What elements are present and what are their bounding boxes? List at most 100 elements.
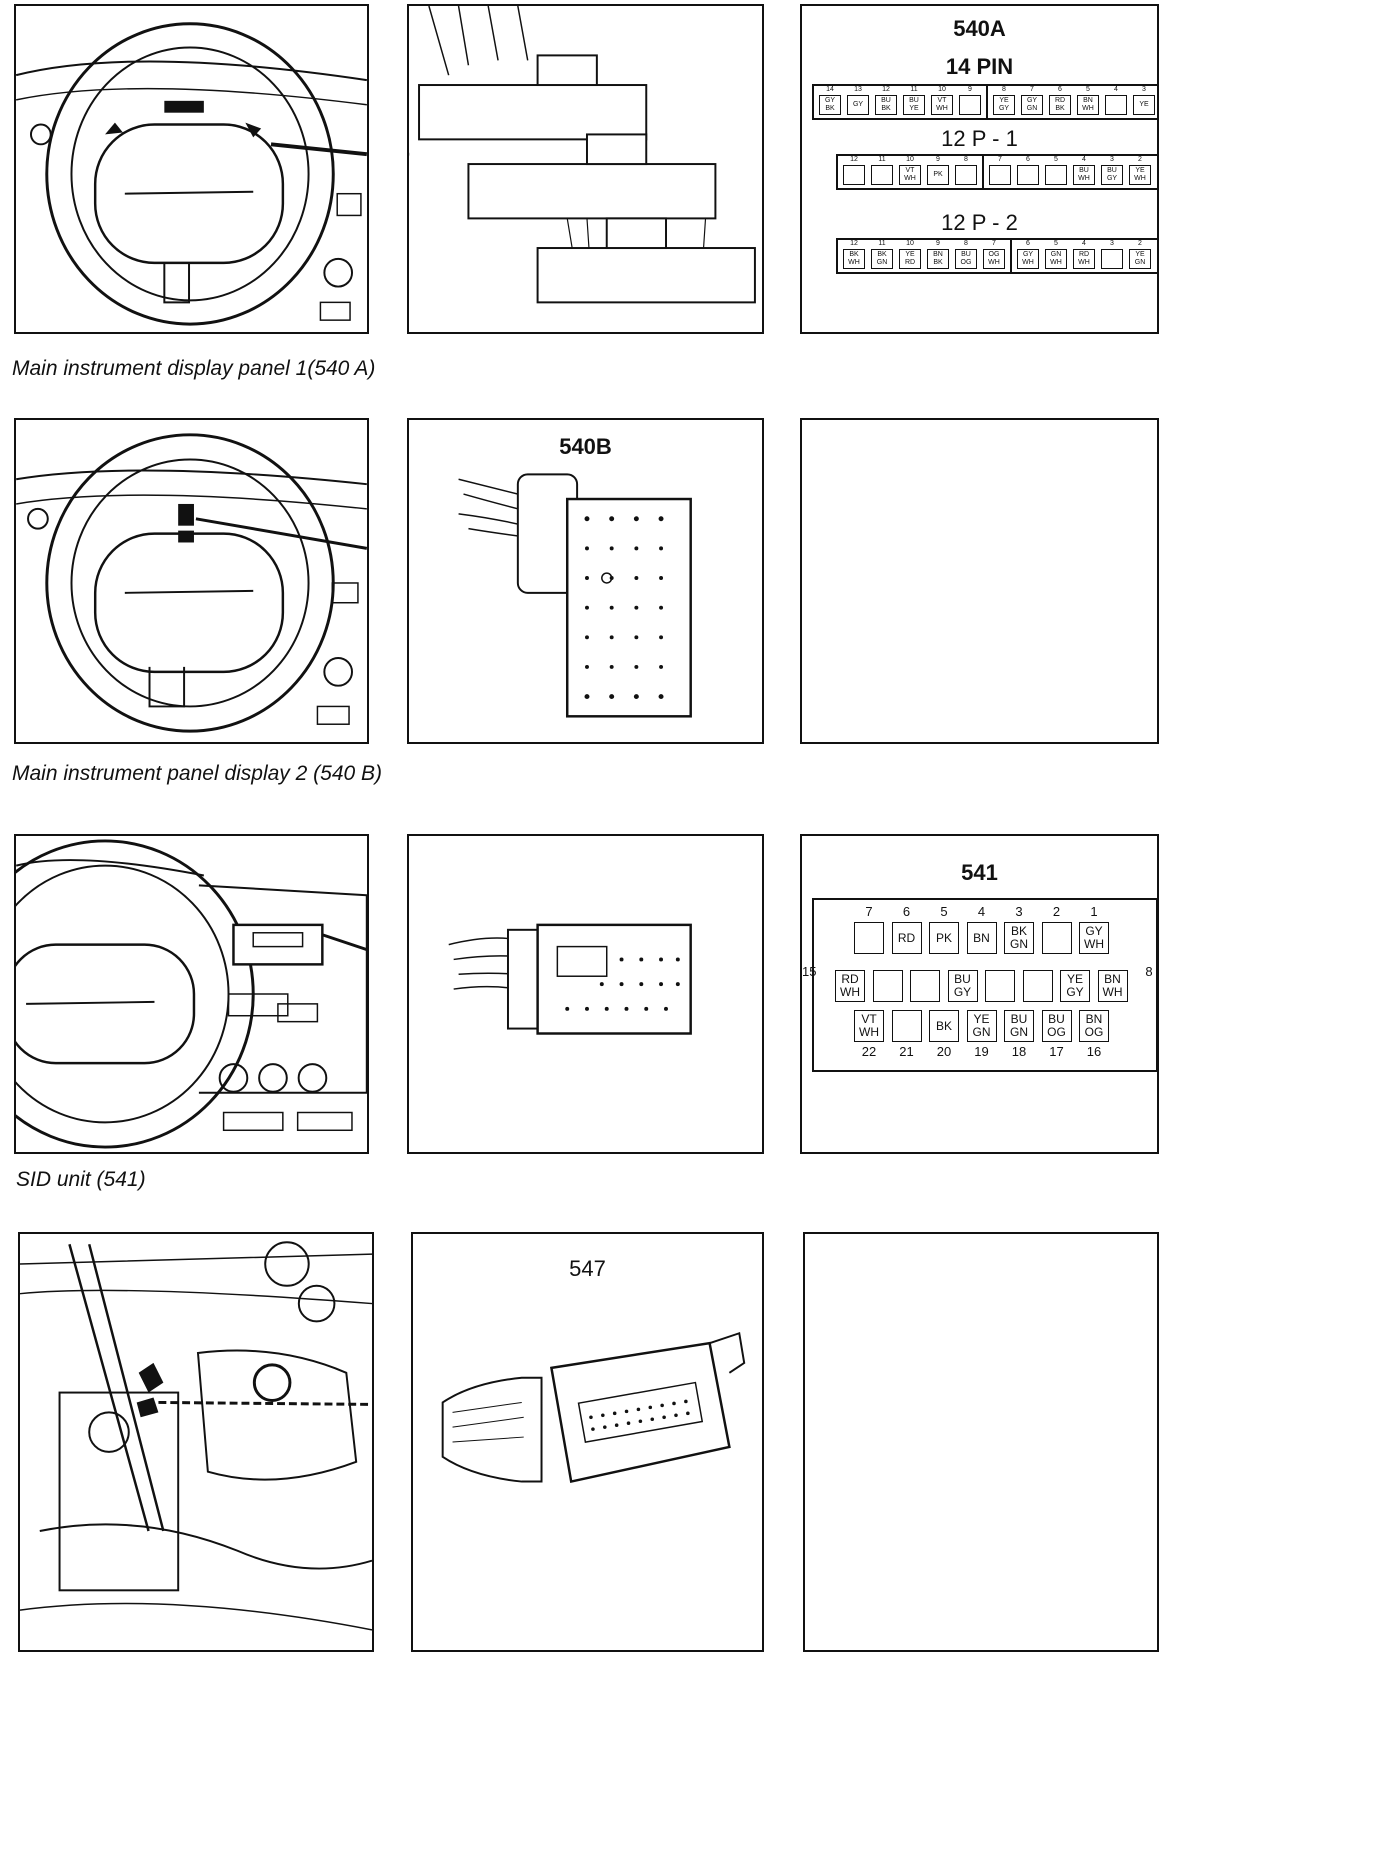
wire-color-1: GY — [824, 97, 836, 104]
wire-color-2: BK — [1055, 105, 1065, 112]
wire-color: RD — [897, 930, 916, 945]
pin-3: 3 — [1100, 240, 1124, 270]
pin-cavity — [871, 165, 893, 185]
wire-color-2: WH — [848, 259, 860, 266]
wire-color: BN — [1085, 1012, 1103, 1026]
pin-cavity — [1045, 165, 1067, 185]
cavity-541: BK — [929, 1010, 959, 1042]
pin-number: 11 — [878, 156, 886, 163]
pin-number-541: 19 — [974, 1044, 989, 1059]
side-label-right: 8 — [1145, 964, 1153, 979]
pin-number: 5 — [1054, 240, 1058, 247]
caption-row3: SID unit (541) — [16, 1168, 146, 1191]
wire-color: BU — [954, 972, 971, 986]
cavity-541 — [854, 922, 884, 954]
connector-540b-title: 540B — [559, 434, 612, 459]
wire-color: GN — [1010, 1025, 1028, 1039]
pin-cavity — [959, 95, 981, 115]
pin-1: 1BUWH — [1156, 158, 1159, 186]
pin-number: 6 — [1026, 156, 1030, 163]
pin-number: 14 — [826, 86, 834, 93]
cavity-541 — [910, 970, 940, 1002]
wire-color: VT — [861, 1012, 877, 1026]
pin-number-541: 17 — [1049, 1044, 1064, 1059]
pin-number: 7 — [998, 156, 1002, 163]
connector-view-547: 547 — [411, 1232, 764, 1652]
wire-color: YE — [973, 1012, 990, 1026]
cavity-541: BN — [966, 922, 997, 954]
pin-number: 3 — [1142, 86, 1146, 93]
cavity-541 — [1022, 970, 1053, 1002]
wire-color: BU — [1048, 1012, 1065, 1026]
pin-number-541: 1 — [1090, 904, 1098, 919]
pin-number: 8 — [1002, 86, 1006, 93]
wire-color-1: YE — [1135, 251, 1145, 258]
wire-color-1: BK — [849, 251, 859, 258]
empty-panel-540b — [800, 418, 1159, 744]
wire-color-1: OG — [988, 251, 1000, 258]
pin-number: 10 — [906, 156, 914, 163]
wire-color-1: YE — [1139, 101, 1149, 108]
pin-cavity — [989, 165, 1011, 185]
wire-color: BK — [935, 1018, 952, 1033]
wire-color-1: RD — [1078, 251, 1090, 258]
pin-number-541: 22 — [861, 1044, 877, 1059]
pin-8: 8 — [954, 156, 978, 186]
pin-number: 9 — [936, 156, 940, 163]
pin-number: 4 — [1082, 156, 1086, 163]
pin-number-541: 21 — [899, 1044, 914, 1059]
pin-number: 7 — [1030, 86, 1034, 93]
wire-color-1: BN — [1083, 97, 1093, 104]
pin14-label: 14 PIN — [945, 54, 1014, 79]
wire-color-2: GN — [1134, 259, 1146, 266]
pin-number: 12 — [850, 156, 858, 163]
dashboard-view-540a — [14, 4, 369, 334]
wire-color-1: BU — [1158, 251, 1159, 259]
pin-5: 5 — [1044, 156, 1068, 186]
pin-number-541: 18 — [1011, 1044, 1027, 1059]
wire-color-2: WH — [1050, 259, 1062, 266]
dashboard-view-540b — [14, 418, 369, 744]
wire-color-1: BK — [877, 251, 887, 258]
wire-color-1: GY — [852, 101, 864, 108]
connector-541-title: 541 — [961, 860, 998, 885]
wire-color-2: WH — [1134, 175, 1146, 182]
connector-540a-title: 540A — [953, 16, 1006, 41]
pin-number: 2 — [1138, 240, 1142, 247]
wire-color: GY — [1085, 924, 1103, 938]
caption-row2: Main instrument panel display 2 (540 B) — [12, 762, 383, 785]
pin-number: 9 — [968, 86, 972, 93]
pin-number-541: 3 — [1015, 904, 1023, 919]
pin-cavity: PK — [927, 165, 949, 185]
wire-color: WH — [859, 1025, 879, 1039]
pin-number-541: 20 — [936, 1044, 952, 1059]
pin-cavity: GY — [847, 95, 869, 115]
pin-number: 10 — [906, 240, 914, 247]
wire-color-2: RD — [904, 259, 916, 266]
wire-color-2: GY — [1106, 175, 1118, 182]
wire-color-2: WH — [1158, 175, 1159, 183]
pin-number: 3 — [1110, 240, 1114, 247]
